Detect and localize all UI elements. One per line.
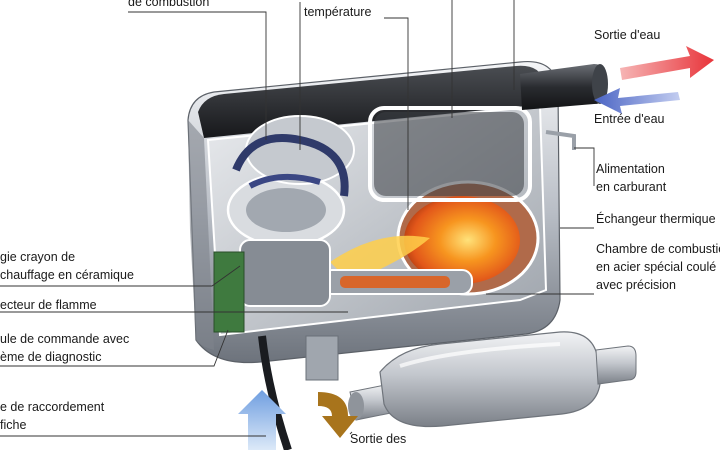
label-water-out: Sortie d'eau <box>594 28 661 42</box>
muffler-pipe-right <box>595 345 637 385</box>
label-water-in: Entrée d'eau <box>594 112 665 126</box>
housing-side <box>188 120 214 350</box>
label-exhaust: Sortie des <box>350 432 407 446</box>
label-connector: e de raccordement fiche <box>0 398 104 434</box>
label-temperature: température <box>304 5 372 19</box>
label-glow-pin-line2: chauffage en céramique <box>0 268 134 282</box>
label-combustion-chamber: Chambre de combustion en acier spécial c… <box>596 240 720 294</box>
water-out-arrow <box>620 46 714 80</box>
water-jacket-pipe <box>368 106 532 202</box>
motor <box>239 239 331 307</box>
label-fuel-supply-line1: Alimentation <box>596 162 665 176</box>
air-intake-arrow <box>238 390 286 450</box>
fuel-pipe <box>545 130 576 150</box>
label-control-unit-line2: ème de diagnostic <box>0 350 102 364</box>
label-connector-line2: fiche <box>0 418 27 432</box>
label-glow-pin-line1: gie crayon de <box>0 250 76 264</box>
label-combustion-chamber-line3: avec précision <box>596 278 676 292</box>
label-fuel-supply-line2: en carburant <box>596 180 667 194</box>
label-glow-pin: gie crayon de chauffage en céramique <box>0 248 134 284</box>
water-in-arrow <box>594 88 680 114</box>
leader-lines <box>0 0 595 437</box>
label-control-unit: ule de commande avec ème de diagnostic <box>0 330 129 366</box>
connector-cable <box>258 335 292 450</box>
control-board <box>213 251 245 333</box>
label-flame-detector: ecteur de flamme <box>0 298 97 312</box>
label-combustion-air: de combustion <box>128 0 210 9</box>
flame-core <box>404 196 520 284</box>
label-heat-exchanger: Échangeur thermique <box>596 212 716 226</box>
water-pipe <box>520 64 606 110</box>
label-connector-line1: e de raccordement <box>0 400 105 414</box>
label-control-unit-line1: ule de commande avec <box>0 332 130 346</box>
label-combustion-chamber-line2: en acier spécial coulé <box>596 260 717 274</box>
label-fuel-supply: Alimentation en carburant <box>596 160 666 196</box>
exhaust-arrow <box>318 392 358 438</box>
label-combustion-chamber-line1: Chambre de combustion <box>596 242 720 256</box>
